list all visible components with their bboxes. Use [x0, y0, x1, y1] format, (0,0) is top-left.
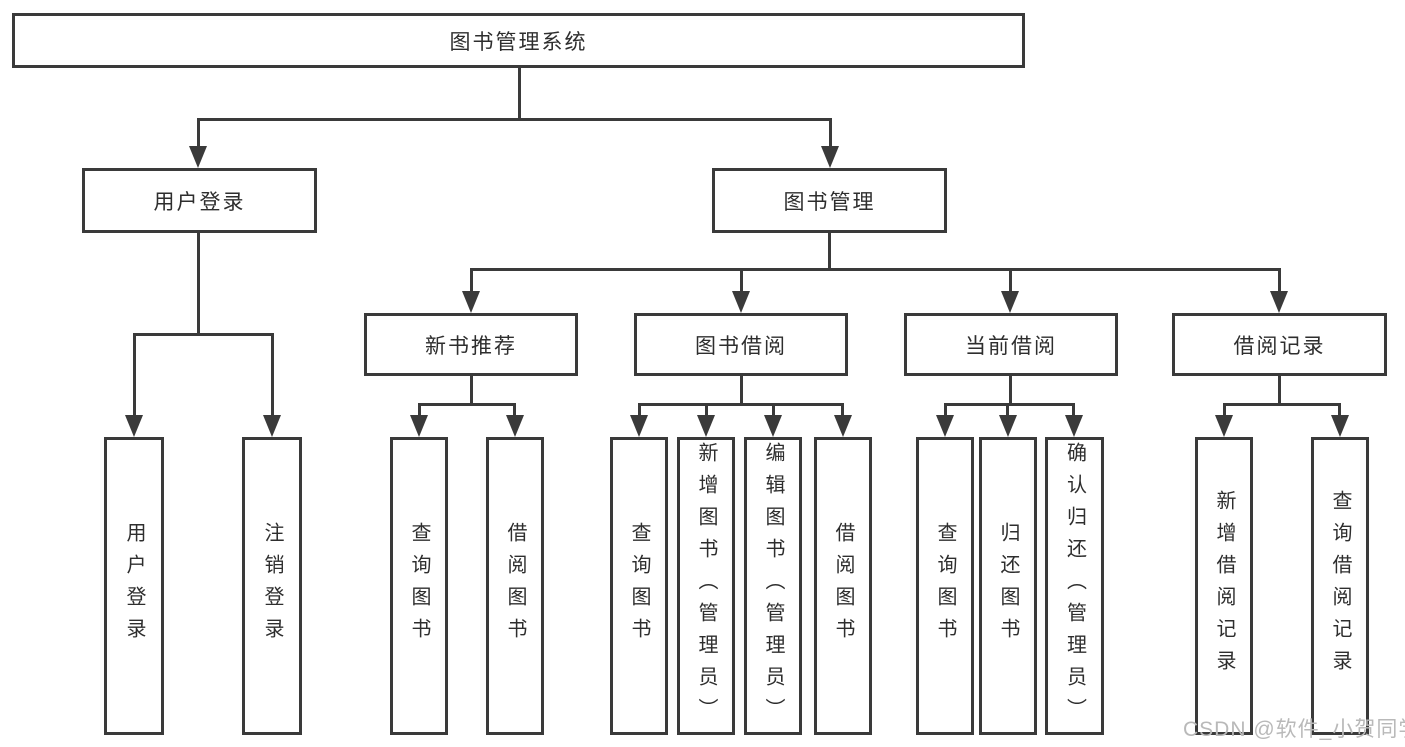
connector-line: [470, 376, 473, 406]
node-label: 注销登录: [261, 522, 283, 650]
node-label: 图书借阅: [695, 334, 787, 358]
connector-line: [1009, 268, 1012, 294]
arrowhead-down: [764, 415, 782, 437]
node-label: 归还图书: [997, 522, 1019, 650]
node-book-borrowing: 图书借阅: [634, 313, 848, 376]
arrowhead-down: [1270, 291, 1288, 313]
node-label: 查询图书: [934, 522, 956, 650]
node-label: 新增图书（管理员）: [695, 442, 717, 730]
node-label: 用户登录: [123, 522, 145, 650]
connector-line: [418, 403, 516, 406]
connector-line: [944, 403, 947, 419]
leaf-borrow-books: 借阅图书: [814, 437, 872, 735]
connector-line: [740, 376, 743, 406]
connector-line: [197, 233, 200, 336]
node-label: 编辑图书（管理员）: [762, 442, 784, 730]
connector-line: [638, 403, 844, 406]
node-label: 新书推荐: [425, 334, 517, 358]
arrowhead-down: [732, 291, 750, 313]
connector-line: [841, 403, 844, 419]
node-label: 查询图书: [628, 522, 650, 650]
node-current-borrowing: 当前借阅: [904, 313, 1118, 376]
arrowhead-down: [506, 415, 524, 437]
leaf-return-books: 归还图书: [979, 437, 1037, 735]
connector-line: [1223, 403, 1226, 419]
node-label: 新增借阅记录: [1213, 490, 1235, 682]
node-borrowing-records: 借阅记录: [1172, 313, 1387, 376]
connector-line: [1278, 268, 1281, 294]
leaf-query-books-current: 查询图书: [916, 437, 974, 735]
arrowhead-down: [462, 291, 480, 313]
connector-line: [1278, 376, 1281, 406]
leaf-query-borrow-record: 查询借阅记录: [1311, 437, 1369, 735]
watermark: CSDN @软件_小贺同学: [1183, 718, 1405, 741]
connector-line: [197, 118, 200, 150]
leaf-user-login: 用户登录: [104, 437, 164, 735]
node-book-management: 图书管理: [712, 168, 947, 233]
connector-line: [829, 118, 832, 150]
connector-line: [944, 403, 1075, 406]
connector-line: [1223, 403, 1341, 406]
arrowhead-down: [410, 415, 428, 437]
arrowhead-down: [263, 415, 281, 437]
arrowhead-down: [999, 415, 1017, 437]
connector-line: [638, 403, 641, 419]
node-label: 图书管理: [783, 190, 876, 214]
connector-line: [271, 333, 274, 417]
node-label: 借阅图书: [832, 522, 854, 650]
connector-line: [133, 333, 136, 417]
node-label: 借阅图书: [504, 522, 526, 650]
connector-line: [197, 118, 832, 121]
leaf-edit-books-admin: 编辑图书（管理员）: [744, 437, 802, 735]
node-library-management-system: 图书管理系统: [12, 13, 1025, 68]
arrowhead-down: [1331, 415, 1349, 437]
connector-line: [772, 403, 775, 419]
connector-line: [513, 403, 516, 419]
connector-line: [133, 333, 274, 336]
arrowhead-down: [834, 415, 852, 437]
arrowhead-down: [821, 146, 839, 168]
leaf-confirm-return-admin: 确认归还（管理员）: [1045, 437, 1104, 735]
node-label: 借阅记录: [1233, 334, 1326, 358]
arrowhead-down: [189, 146, 207, 168]
leaf-add-books-admin: 新增图书（管理员）: [677, 437, 735, 735]
node-label: 当前借阅: [965, 334, 1057, 358]
arrowhead-down: [1001, 291, 1019, 313]
connector-line: [1072, 403, 1075, 419]
arrowhead-down: [630, 415, 648, 437]
leaf-borrow-books-recommend: 借阅图书: [486, 437, 544, 735]
connector-line: [470, 268, 473, 294]
connector-line: [518, 68, 521, 120]
leaf-query-books-recommend: 查询图书: [390, 437, 448, 735]
node-label: 图书管理系统: [449, 30, 588, 54]
node-label: 用户登录: [153, 190, 246, 214]
connector-line: [1338, 403, 1341, 419]
arrowhead-down: [1215, 415, 1233, 437]
connector-line: [705, 403, 708, 419]
connector-line: [470, 268, 1281, 271]
connector-line: [1006, 403, 1009, 419]
arrowhead-down: [936, 415, 954, 437]
leaf-add-borrow-record: 新增借阅记录: [1195, 437, 1253, 735]
arrowhead-down: [697, 415, 715, 437]
arrowhead-down: [125, 415, 143, 437]
leaf-query-books-borrowing: 查询图书: [610, 437, 668, 735]
connector-line: [740, 268, 743, 294]
connector-line: [1009, 376, 1012, 406]
node-label: 查询图书: [408, 522, 430, 650]
node-user-login: 用户登录: [82, 168, 317, 233]
node-label: 确认归还（管理员）: [1063, 442, 1086, 730]
connector-line: [418, 403, 421, 419]
leaf-logout: 注销登录: [242, 437, 302, 735]
node-new-book-recommend: 新书推荐: [364, 313, 578, 376]
node-label: 查询借阅记录: [1329, 490, 1351, 682]
arrowhead-down: [1065, 415, 1083, 437]
connector-line: [828, 233, 831, 271]
